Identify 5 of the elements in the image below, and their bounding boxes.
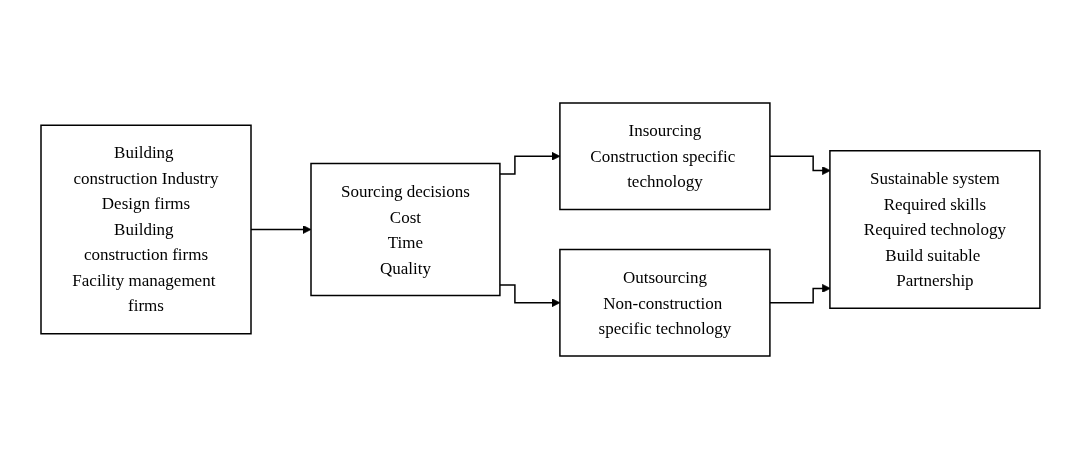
node-box: Insourcing Construction specific technology: [558, 102, 771, 211]
node-box: Outsourcing Non-construction specific technology: [558, 248, 771, 357]
node-box: Building construction Industry Design firms Building construction firms Facility management firms: [39, 124, 252, 335]
node-box: Sourcing decisions Cost Time Quality: [309, 162, 501, 297]
node-box: Sustainable system Required skills Required technology Build suitable Partnership: [828, 150, 1041, 309]
